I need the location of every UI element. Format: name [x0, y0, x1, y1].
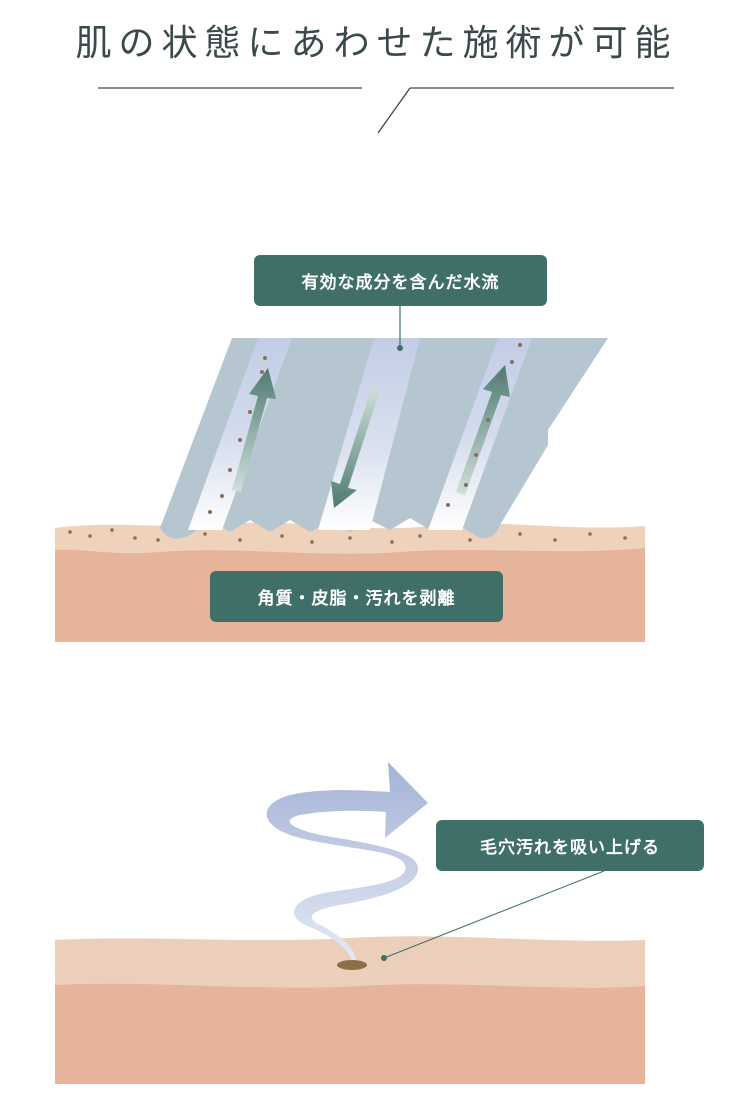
skin-layer-2	[55, 936, 645, 1084]
suction-spiral	[266, 762, 428, 960]
water-flow-diagram	[55, 306, 645, 642]
title-divider	[98, 87, 674, 134]
water-leader-dot	[397, 345, 403, 351]
water-flow-label: 有効な成分を含んだ水流	[254, 255, 547, 306]
suction-leader-line	[383, 870, 605, 959]
suction-diagram	[55, 762, 645, 1084]
peel-label: 角質・皮脂・汚れを剥離	[210, 571, 503, 622]
flow-arrows	[232, 365, 510, 508]
suction-leader-dot	[381, 955, 387, 961]
pore	[337, 960, 367, 970]
hydro-tip	[160, 338, 608, 539]
suction-label: 毛穴汚れを吸い上げる	[436, 820, 704, 871]
page-title: 肌の状態にあわせた施術が可能	[75, 23, 678, 64]
particles	[68, 343, 627, 544]
